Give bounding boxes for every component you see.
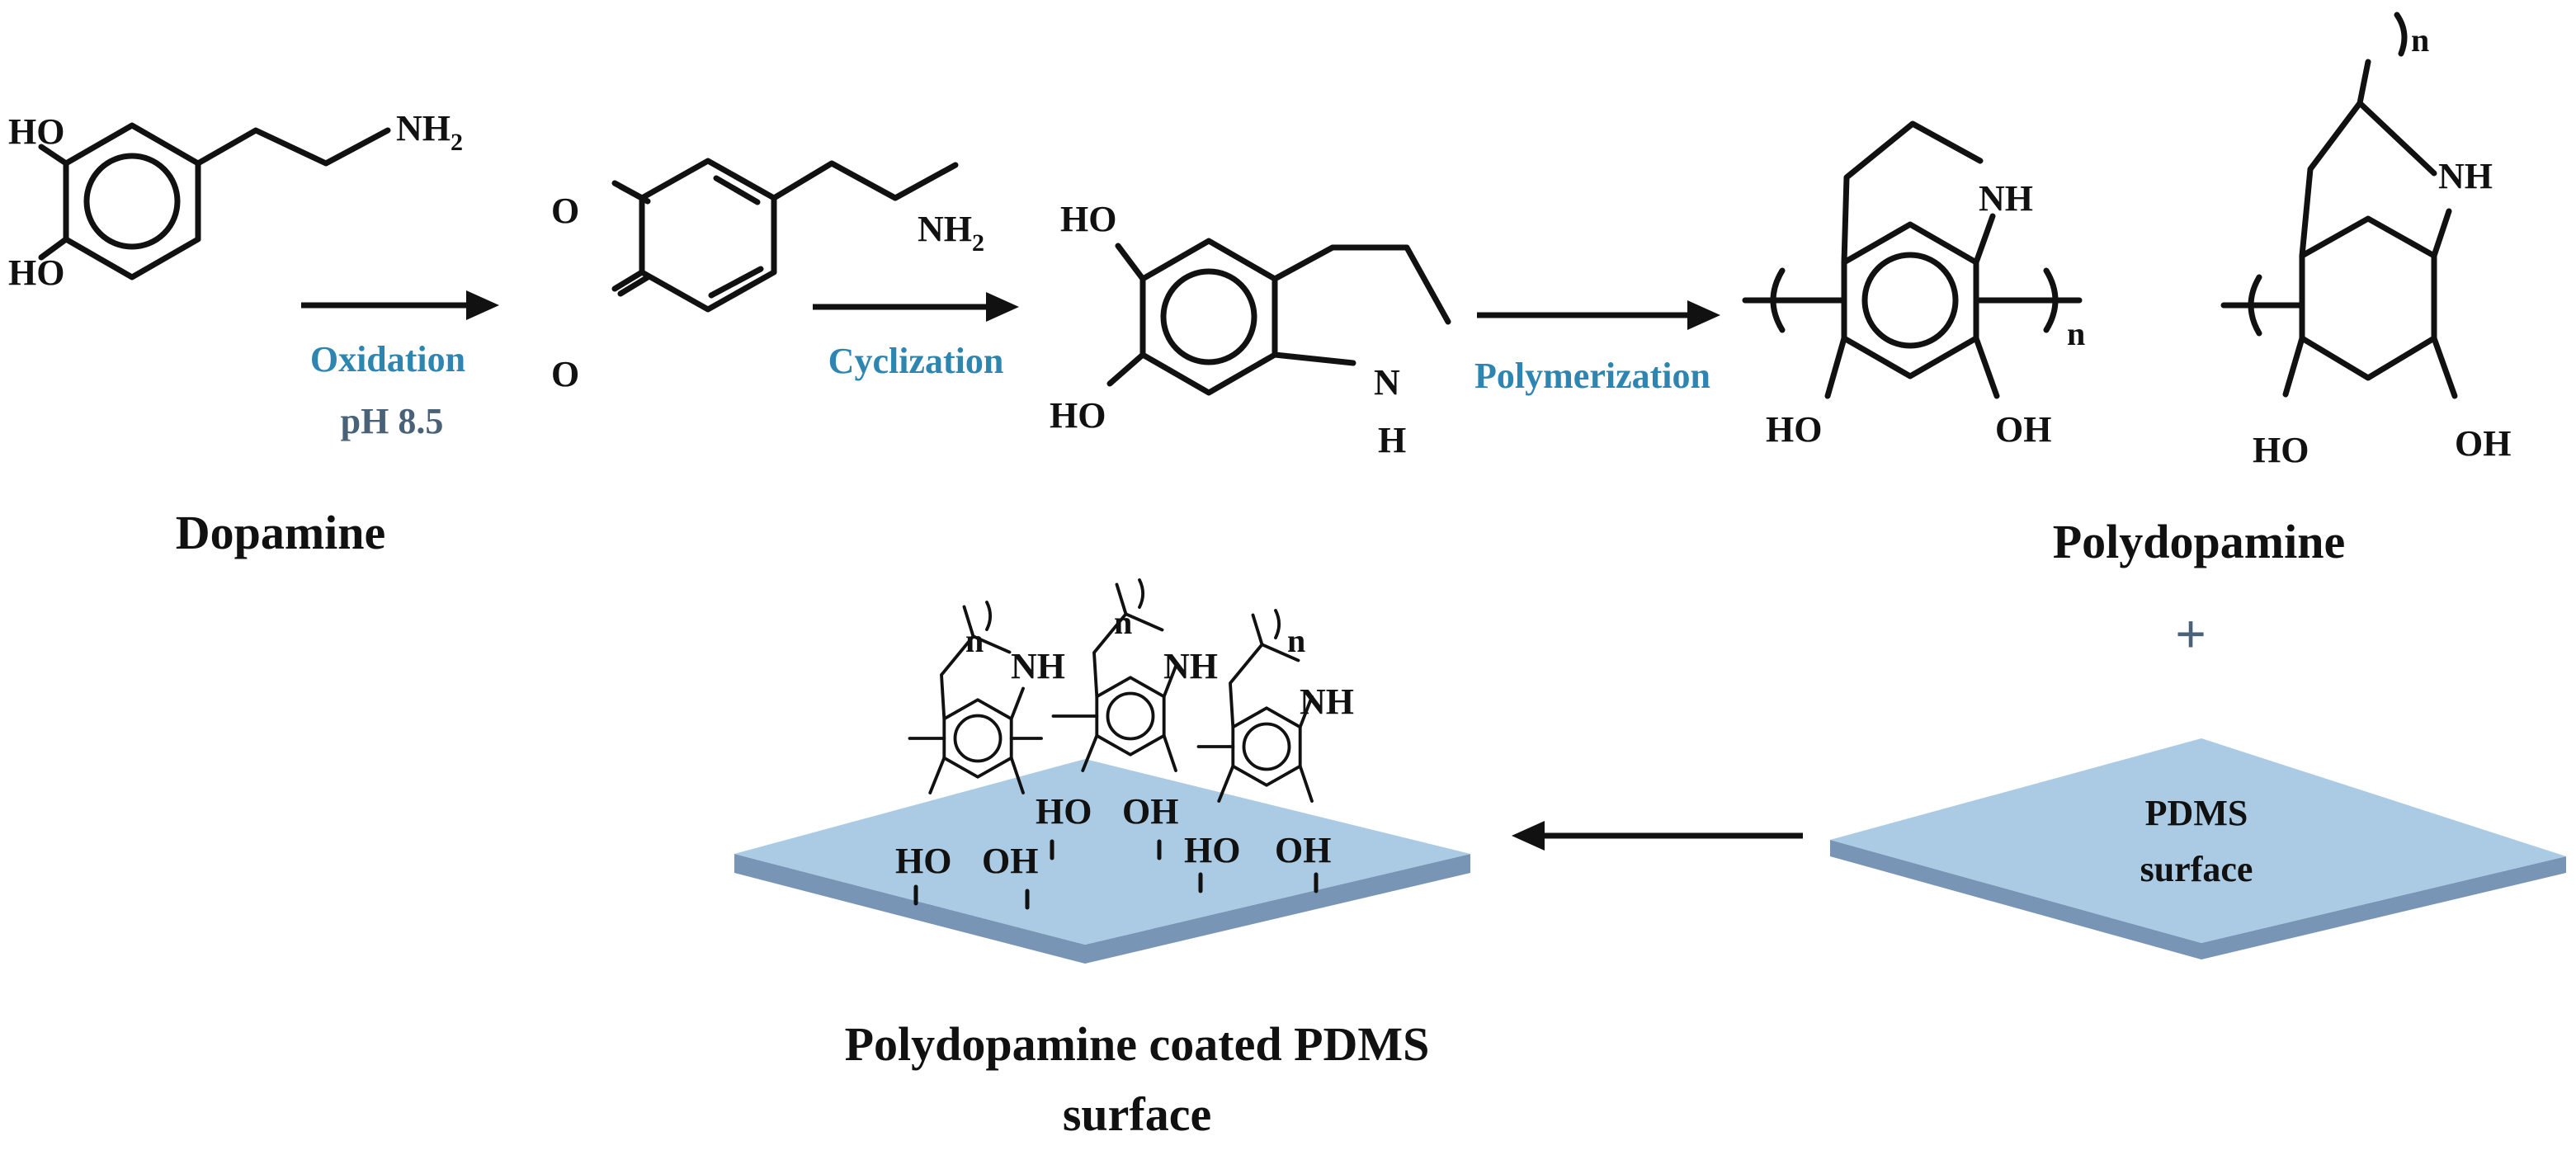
atom-ho: HO [895, 841, 951, 881]
pdms-surface-plate [1830, 738, 2566, 959]
atom-oh: OH [1275, 830, 1331, 870]
repeat-n-label: n [1287, 622, 1305, 659]
cyclization-label: Cyclization [828, 341, 1004, 381]
atom-ho: HO [2253, 430, 2309, 470]
coated-label-line1: Polydopamine coated PDMS [845, 1017, 1430, 1071]
atom-o: O [551, 191, 579, 231]
atom-n: N [1374, 362, 1400, 403]
atom-oh: OH [982, 841, 1038, 881]
oxidation-arrow [301, 290, 499, 320]
coated-pdms-plate [734, 759, 1470, 964]
atom-nh: NH [1163, 646, 1218, 686]
atom-nh: NH [1300, 681, 1354, 722]
atom-nh: NH [2438, 156, 2493, 196]
dopaquinone-structure: O O NH2 [551, 158, 984, 394]
dopamine-structure: HO HO NH2 [8, 108, 463, 293]
dopamine-label: Dopamine [176, 506, 386, 559]
atom-nh: NH [1011, 646, 1065, 686]
plus-sign: + [2175, 604, 2206, 663]
coating-arrow [1512, 821, 1803, 851]
cyclization-arrow [813, 292, 1019, 322]
atom-ho: HO [8, 111, 64, 152]
repeat-n-label: n [2411, 21, 2429, 59]
atom-oh: OH [2455, 423, 2511, 464]
polydopamine-label: Polydopamine [2053, 515, 2346, 568]
pdms-label-line1: PDMS [2145, 793, 2248, 833]
atom-oh: OH [1122, 791, 1178, 832]
atom-ho: HO [1036, 791, 1092, 832]
atom-ho: HO [1766, 409, 1822, 450]
coated-label-line2: surface [1063, 1087, 1211, 1141]
ph-label: pH 8.5 [341, 401, 444, 441]
repeat-n-label: n [2067, 315, 2085, 352]
polymerization-arrow [1477, 300, 1720, 330]
atom-nh: NH [1979, 178, 2033, 219]
atom-h: H [1378, 420, 1406, 460]
pdms-label-line2: surface [2140, 849, 2253, 889]
polymerization-label: Polymerization [1474, 356, 1710, 396]
coated-polydopamine-unit [1196, 609, 1314, 803]
atom-ho: HO [1050, 395, 1106, 436]
polydopamine-unit-saturated: NH HO OH n [2220, 12, 2511, 470]
atom-o: O [551, 354, 579, 394]
atom-oh: OH [1995, 409, 2051, 450]
coated-polydopamine-unit [908, 601, 1043, 794]
coated-polydopamine-unit [1051, 578, 1177, 772]
atom-ho: HO [8, 252, 64, 293]
repeat-n-label: n [1114, 604, 1132, 641]
oxidation-label: Oxidation [310, 339, 465, 380]
atom-nh2: NH2 [918, 209, 984, 257]
surface-tethers [913, 839, 1319, 910]
dihydroxyindoline-structure: HO HO N H [1050, 199, 1451, 460]
atom-nh2: NH2 [396, 108, 463, 156]
atom-ho: HO [1184, 830, 1240, 870]
polydopamine-unit-aromatic: NH HO OH n [1742, 120, 2085, 450]
repeat-n-label: n [965, 622, 984, 659]
atom-ho: HO [1060, 199, 1116, 239]
